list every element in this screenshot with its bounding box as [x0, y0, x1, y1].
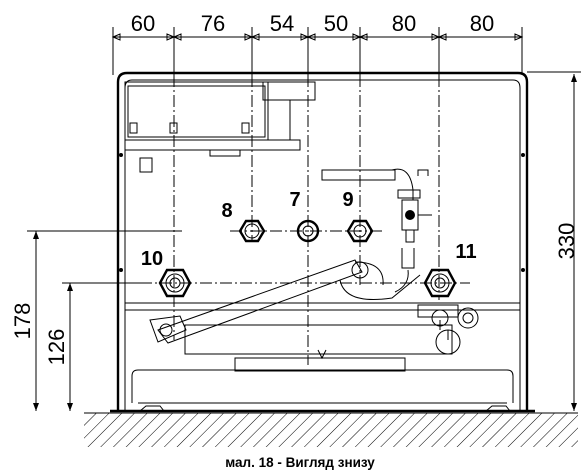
fitting-11 — [351, 261, 457, 298]
right-height-dimension — [527, 71, 581, 411]
connection-label-10: 10 — [141, 248, 163, 270]
dimension-60: 60 — [131, 11, 155, 36]
dimension-126: 126 — [44, 329, 69, 366]
fitting-9 — [346, 219, 374, 243]
dimension-178: 178 — [10, 303, 35, 340]
dimension-50: 50 — [324, 11, 348, 36]
fitting-8 — [238, 219, 266, 243]
top-dimension-chain — [111, 27, 524, 75]
dimension-80-right: 80 — [470, 11, 494, 36]
dimension-330: 330 — [554, 223, 579, 260]
dimension-80-left: 80 — [392, 11, 416, 36]
figure-caption: мал. 18 - Вигляд знизу — [225, 455, 375, 470]
dimension-76: 76 — [201, 11, 225, 36]
dimension-54: 54 — [270, 11, 294, 36]
floor-hatching — [84, 413, 578, 447]
connection-label-9: 9 — [342, 189, 353, 211]
fitting-10 — [158, 268, 192, 298]
piping — [149, 168, 479, 360]
fitting-7 — [296, 219, 320, 243]
connection-label-8: 8 — [221, 200, 232, 222]
connection-label-11: 11 — [455, 241, 476, 263]
control-box — [124, 81, 316, 173]
connection-label-7: 7 — [289, 189, 300, 211]
